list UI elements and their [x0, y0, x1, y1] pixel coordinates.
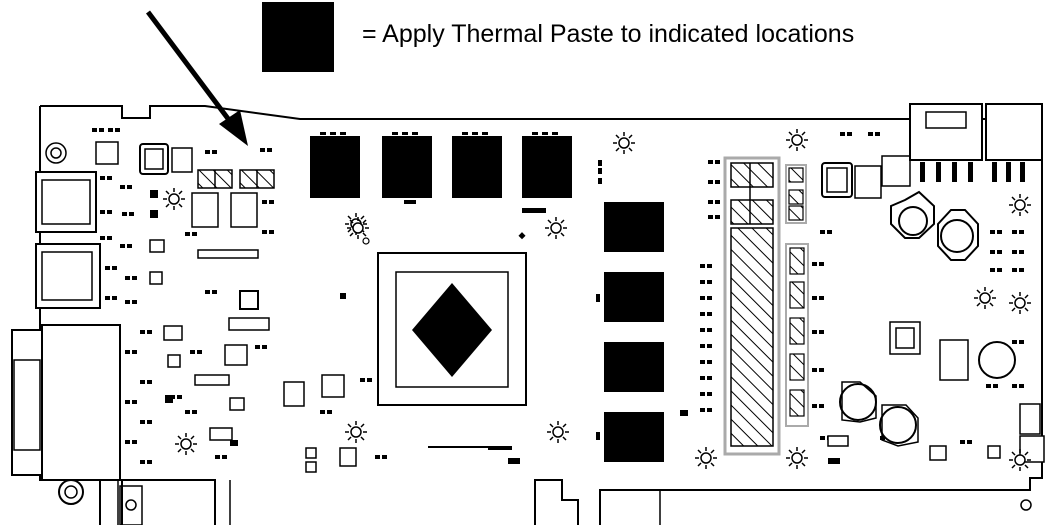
legend-swatch: [262, 2, 334, 72]
legend-text: = Apply Thermal Paste to indicated locat…: [362, 20, 855, 48]
paste-gpu-die: [412, 283, 492, 377]
pcb-outline: [39, 105, 1043, 525]
paste-memory-chips: [310, 136, 664, 462]
arrow-indicator: [146, 10, 248, 146]
